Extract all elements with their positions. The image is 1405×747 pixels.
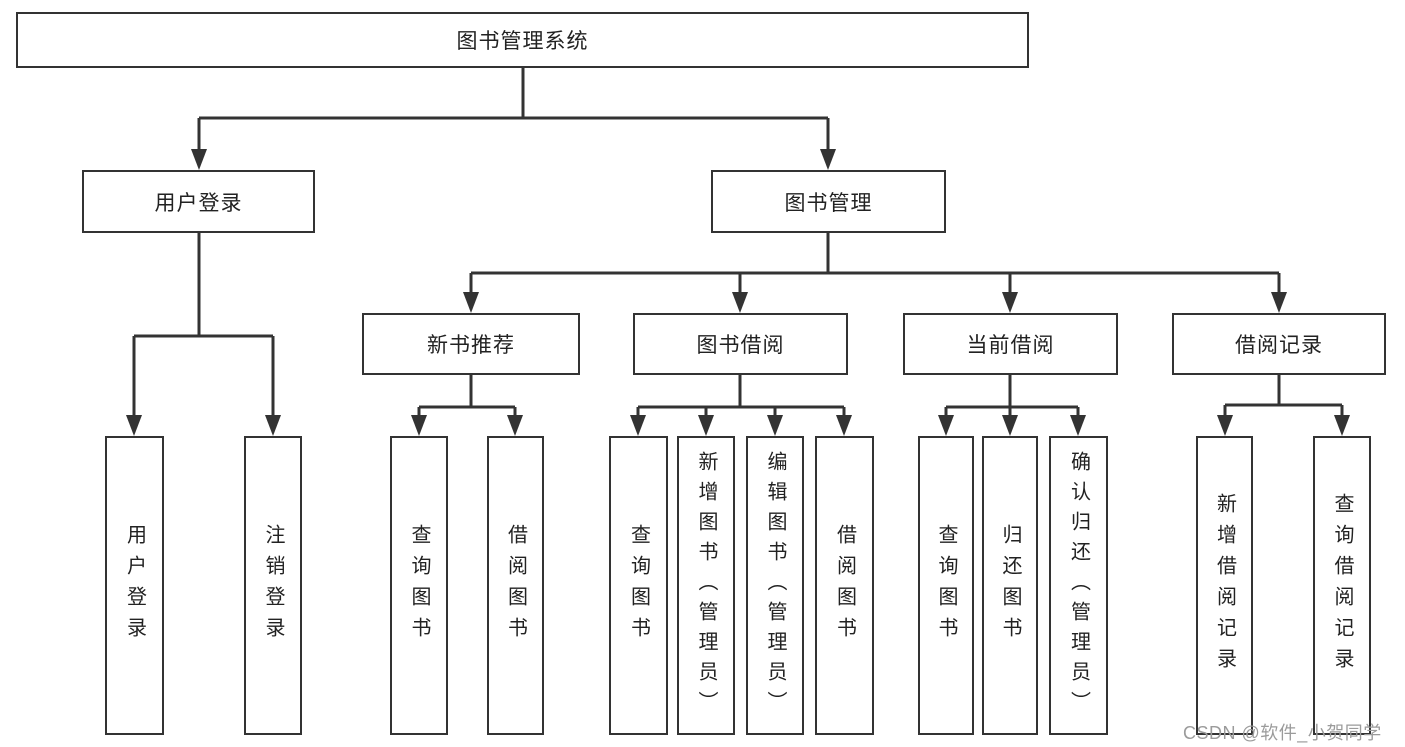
node-book-management: 图书管理 (711, 170, 946, 233)
node-new-book-recommend: 新书推荐 (362, 313, 580, 375)
node-borrow-records: 借阅记录 (1172, 313, 1386, 375)
leaf-add-books-admin: 新增图书（管理员） (677, 436, 735, 735)
leaf-query-borrow-record: 查询借阅记录 (1313, 436, 1371, 735)
node-label: 图书借阅 (696, 334, 785, 357)
node-book-borrow: 图书借阅 (633, 313, 848, 375)
leaf-label: 查询图书 (408, 523, 430, 648)
leaf-label: 查询借阅记录 (1331, 492, 1353, 679)
node-current-borrow: 当前借阅 (903, 313, 1118, 375)
leaf-confirm-return-admin: 确认归还（管理员） (1049, 436, 1108, 735)
leaf-label: 查询图书 (935, 523, 957, 648)
leaf-label: 注销登录 (262, 523, 284, 648)
node-user-login: 用户登录 (82, 170, 315, 233)
leaf-query-books-current: 查询图书 (918, 436, 974, 735)
leaf-label: 新增图书（管理员） (695, 450, 717, 721)
arrowheads (126, 149, 1350, 436)
leaf-label: 用户登录 (123, 523, 146, 648)
leaf-logout: 注销登录 (244, 436, 302, 735)
leaf-label: 查询图书 (627, 523, 650, 648)
leaf-add-borrow-record: 新增借阅记录 (1196, 436, 1253, 735)
leaf-label: 确认归还（管理员） (1067, 450, 1090, 721)
node-label: 新书推荐 (427, 334, 515, 357)
leaf-borrow-books: 借阅图书 (815, 436, 874, 735)
node-label: 图书管理系统 (456, 30, 589, 53)
node-label: 当前借阅 (966, 334, 1055, 357)
leaf-query-books-recommend: 查询图书 (390, 436, 448, 735)
leaf-label: 编辑图书（管理员） (764, 450, 786, 721)
leaf-label: 新增借阅记录 (1213, 492, 1236, 679)
leaf-return-books: 归还图书 (982, 436, 1038, 735)
node-label: 用户登录 (154, 191, 243, 215)
node-label: 图书管理 (784, 191, 873, 215)
leaf-label: 借阅图书 (504, 523, 527, 648)
csdn-watermark: CSDN @软件_小贺同学 (1183, 723, 1382, 743)
leaf-query-books-borrow: 查询图书 (609, 436, 668, 735)
node-library-system: 图书管理系统 (16, 12, 1029, 68)
leaf-user-login: 用户登录 (105, 436, 164, 735)
node-label: 借阅记录 (1235, 334, 1323, 357)
leaf-borrow-books-recommend: 借阅图书 (487, 436, 544, 735)
leaf-label: 借阅图书 (833, 523, 856, 648)
leaf-label: 归还图书 (999, 523, 1021, 648)
leaf-edit-books-admin: 编辑图书（管理员） (746, 436, 804, 735)
